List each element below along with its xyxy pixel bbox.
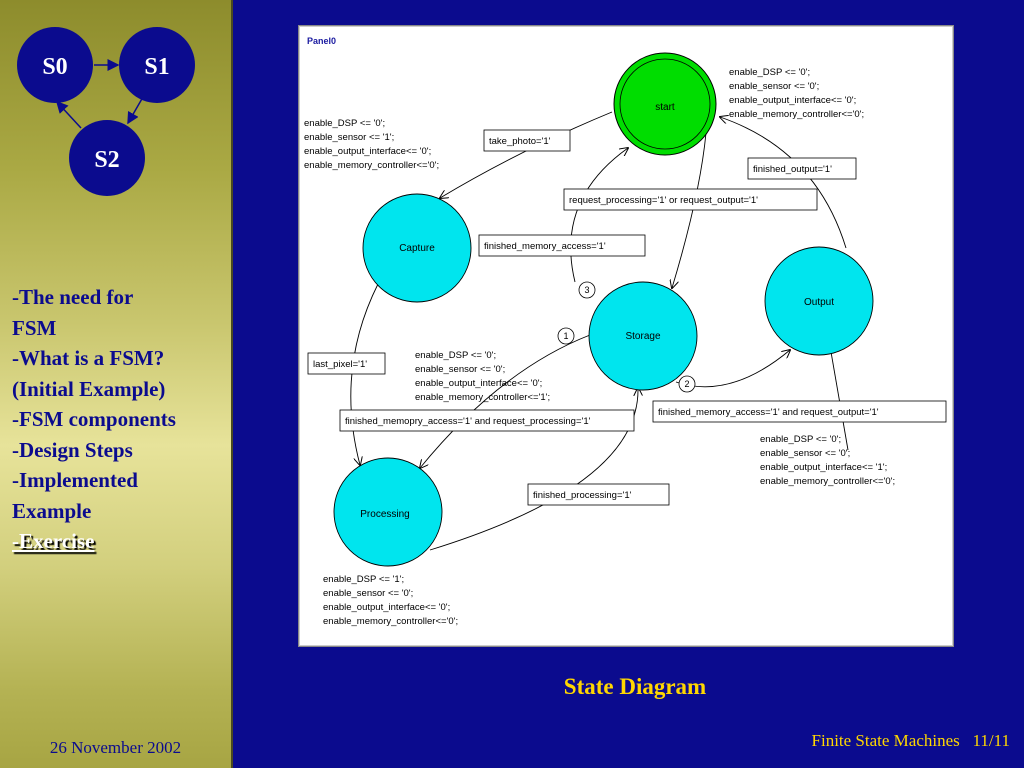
action-line: enable_output_interface<= '0'; bbox=[323, 602, 450, 613]
transition-finished-processing: finished_processing='1' bbox=[533, 490, 632, 501]
mini-state-s0 bbox=[17, 27, 93, 103]
action-line: enable_memory_controller<='1'; bbox=[415, 392, 550, 403]
page-number: 11/11 bbox=[972, 731, 1010, 750]
outline-item[interactable]: (Initial Example) bbox=[12, 376, 166, 401]
mini-state-diagram: S0 S1 S2 bbox=[17, 27, 195, 196]
priority-1-marker bbox=[557, 327, 575, 345]
action-line: enable_DSP <= '1'; bbox=[323, 574, 404, 585]
slide-date: 26 November 2002 bbox=[49, 738, 182, 757]
transition-memory-output-box bbox=[652, 400, 947, 423]
state-start-label: start bbox=[655, 102, 675, 113]
priority-2-label: 2 bbox=[684, 379, 689, 389]
priority-3-label: 3 bbox=[584, 285, 589, 295]
action-line: enable_output_interface<= '0'; bbox=[415, 378, 542, 389]
transition-last-pixel-box bbox=[307, 352, 386, 375]
state-output[interactable]: Output bbox=[764, 246, 874, 356]
state-processing[interactable]: Processing bbox=[333, 457, 443, 567]
mini-state-s1 bbox=[119, 27, 195, 103]
action-line: enable_output_interface<= '1'; bbox=[760, 462, 887, 473]
state-storage-label: Storage bbox=[625, 331, 660, 342]
sidebar: S0 S1 S2 -The need for FSM -What is a FS… bbox=[0, 0, 233, 768]
state-output-circle bbox=[764, 246, 874, 356]
outline-item[interactable]: -What is a FSM? bbox=[12, 346, 165, 370]
priority-3-marker bbox=[578, 281, 596, 299]
transition-finished-memory-box bbox=[478, 234, 646, 257]
transition-finished-processing-box bbox=[527, 483, 670, 506]
arrow-start-storage bbox=[672, 132, 707, 288]
arrow-start-capture bbox=[440, 111, 613, 198]
state-diagram: Panel0 start Capture Storage Output Proc… bbox=[304, 36, 947, 627]
priority-2-marker bbox=[678, 375, 696, 393]
arrow-processing-storage bbox=[429, 388, 638, 551]
transition-memopry-processing: finished_memopry_access='1' and request_… bbox=[345, 416, 591, 427]
priority-1-label: 1 bbox=[563, 331, 568, 341]
action-line: enable_DSP <= '0'; bbox=[760, 434, 841, 445]
state-start[interactable]: start bbox=[613, 52, 717, 156]
state-processing-circle bbox=[333, 457, 443, 567]
action-line: enable_sensor <= '0'; bbox=[323, 588, 413, 599]
outline-list: -The need for FSM -What is a FSM? (Initi… bbox=[12, 282, 224, 557]
action-line: enable_DSP <= '0'; bbox=[304, 118, 385, 129]
action-line: enable_sensor <= '0'; bbox=[729, 81, 819, 92]
mini-state-s2-label: S2 bbox=[94, 147, 119, 173]
slide-caption: State Diagram bbox=[563, 674, 707, 699]
slide-footer: Finite State Machines 11/11 bbox=[812, 731, 1010, 751]
state-storage[interactable]: Storage bbox=[588, 281, 698, 391]
action-line: enable_output_interface<= '0'; bbox=[729, 95, 856, 106]
transition-request-box bbox=[563, 188, 818, 211]
arrow-storage-processing bbox=[420, 334, 591, 468]
transition-take-photo-box bbox=[483, 129, 571, 152]
action-line: enable_DSP <= '0'; bbox=[415, 350, 496, 361]
mini-state-s2 bbox=[69, 120, 145, 196]
arrow-output-start bbox=[720, 117, 847, 249]
state-output-label: Output bbox=[804, 297, 834, 308]
footer-title: Finite State Machines bbox=[811, 731, 960, 750]
state-processing-label: Processing bbox=[360, 509, 409, 520]
arrow-storage-start bbox=[570, 148, 628, 283]
transition-memory-output: finished_memory_access='1' and request_o… bbox=[658, 407, 879, 418]
action-line: enable_memory_controller<='0'; bbox=[323, 616, 458, 627]
action-line: enable_sensor <= '0'; bbox=[415, 364, 505, 375]
outline-item[interactable]: Example bbox=[12, 498, 92, 523]
action-line: enable_sensor <= '1'; bbox=[304, 132, 394, 143]
action-line: enable_memory_controller<='0'; bbox=[760, 476, 895, 487]
transition-memopry-processing-box bbox=[339, 409, 635, 432]
state-capture[interactable]: Capture bbox=[362, 193, 472, 303]
outline-item[interactable]: -Design Steps bbox=[12, 437, 133, 462]
transition-take-photo: take_photo='1' bbox=[489, 136, 551, 147]
action-line: enable_DSP <= '0'; bbox=[729, 67, 810, 78]
action-line: enable_memory_controller<='0'; bbox=[729, 109, 864, 120]
arrow-capture-processing bbox=[350, 283, 379, 465]
transition-finished-output: finished_output='1' bbox=[753, 164, 832, 175]
mini-arrow-s1-s2 bbox=[127, 96, 144, 125]
mini-arrow-s2-s0 bbox=[55, 100, 82, 129]
outline-item-current[interactable]: -Exercise bbox=[12, 529, 95, 553]
outline-item[interactable]: -FSM components bbox=[12, 407, 176, 431]
state-storage-circle bbox=[588, 281, 698, 391]
action-line: enable_memory_controller<='0'; bbox=[304, 160, 439, 171]
transition-finished-output-box bbox=[747, 157, 857, 180]
mini-state-s1-label: S1 bbox=[144, 54, 169, 80]
outline-item[interactable]: -Implemented bbox=[12, 468, 138, 492]
state-capture-label: Capture bbox=[399, 243, 435, 254]
transition-finished-memory: finished_memory_access='1' bbox=[484, 241, 606, 252]
state-start-circle bbox=[619, 58, 711, 150]
action-line: enable_output_interface<= '0'; bbox=[304, 146, 431, 157]
outline-item[interactable]: -The need for bbox=[12, 285, 134, 309]
panel-title: Panel0 bbox=[307, 36, 336, 46]
transition-last-pixel: last_pixel='1' bbox=[313, 359, 367, 370]
mini-state-s0-label: S0 bbox=[42, 54, 67, 80]
action-line: enable_sensor <= '0'; bbox=[760, 448, 850, 459]
outline-item[interactable]: FSM bbox=[12, 315, 57, 340]
state-capture-circle bbox=[362, 193, 472, 303]
transition-request: request_processing='1' or request_output… bbox=[569, 195, 758, 206]
